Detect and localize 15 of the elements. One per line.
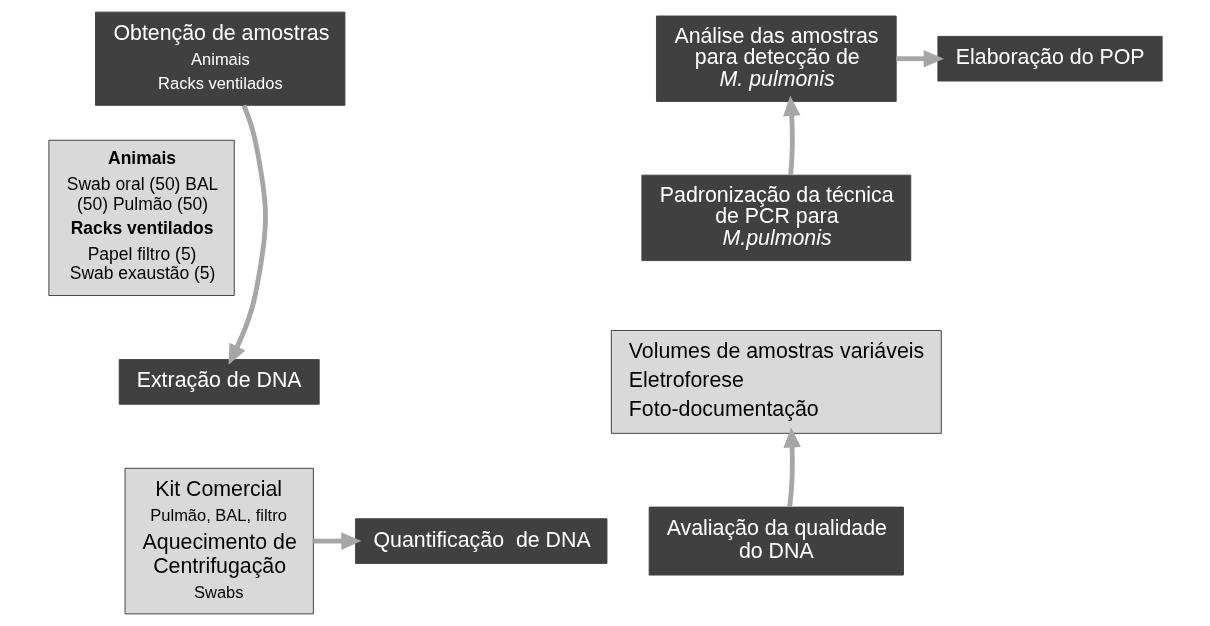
node-box: Extração de DNA <box>118 359 320 405</box>
node-box: Obtenção de amostras Animais Racks ventilados <box>94 11 345 106</box>
node-box: Animais Swab oral (50) BAL (50) Pulmão (50) Racks ventilados Papel filtro (5) Swab exaustão (5) <box>47 139 235 296</box>
node-box: Quantificação de DNA <box>354 518 607 564</box>
arrow <box>782 95 801 176</box>
node-box: Padronização da técnica de PCR para M.pulmonis <box>640 174 911 262</box>
node-box: Análise das amostras para detecção de M. pulmonis <box>655 15 897 102</box>
arrow <box>228 104 268 365</box>
arrow <box>312 532 361 550</box>
node-box: Elaboração do POP <box>936 35 1163 82</box>
arrow <box>782 427 801 508</box>
node-box: Volumes de amostras variáveis Eletroforese Foto-documentação <box>610 330 942 434</box>
node-box: Avaliação da qualidade do DNA <box>648 506 904 576</box>
arrow <box>895 49 944 68</box>
node-box: Kit Comercial Pulmão, BAL, filtro Aquecimento de Centrifugação Swabs <box>124 467 314 615</box>
